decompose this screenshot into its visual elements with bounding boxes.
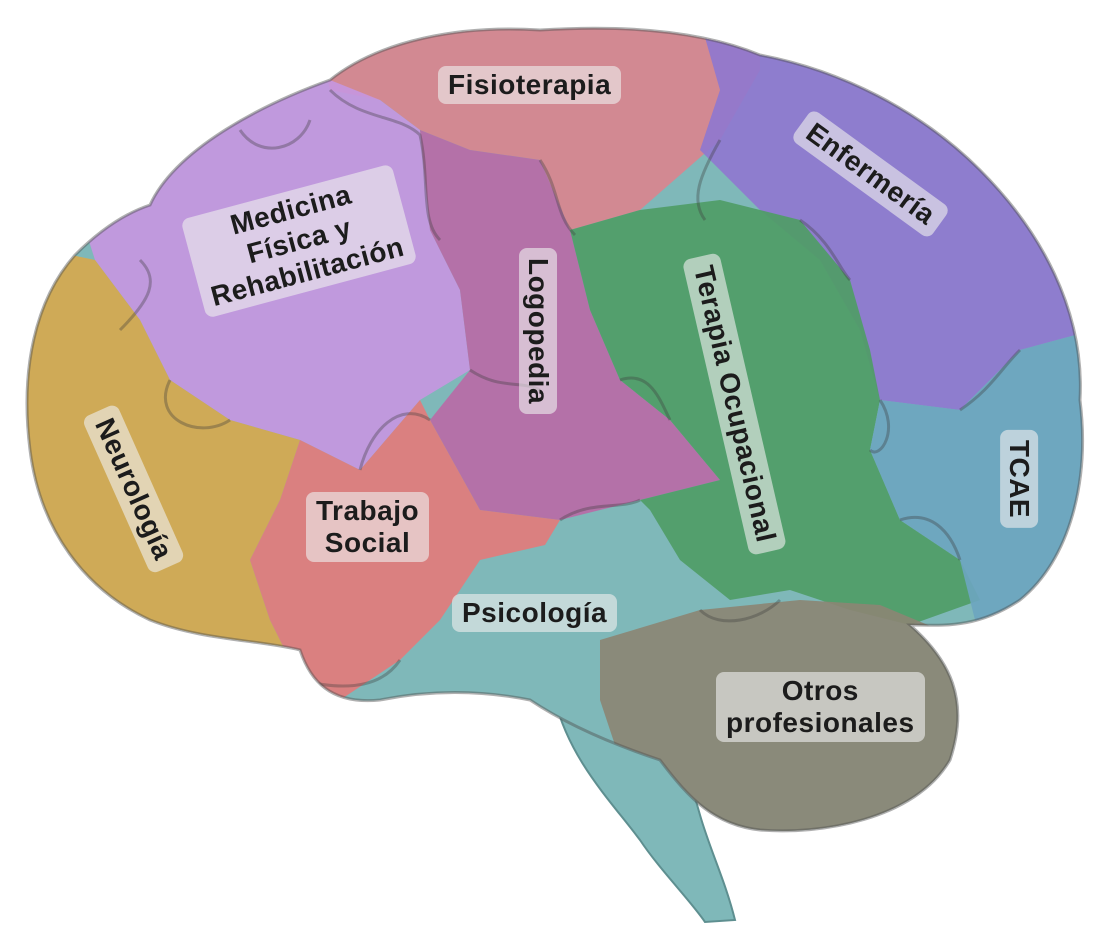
label-otros-line1: Otros	[726, 675, 915, 707]
label-otros-line2: profesionales	[726, 707, 915, 739]
label-otros-profesionales: Otros profesionales	[716, 672, 925, 742]
label-logopedia-text: Logopedia	[522, 258, 554, 404]
label-psicologia: Psicología	[452, 594, 617, 632]
label-trabajo-line2: Social	[316, 527, 419, 559]
label-fisioterapia: Fisioterapia	[438, 66, 621, 104]
label-trabajo-line1: Trabajo	[316, 495, 419, 527]
label-fisioterapia-text: Fisioterapia	[448, 69, 611, 101]
label-psicologia-text: Psicología	[462, 597, 607, 629]
label-tcae-text: TCAE	[1003, 440, 1035, 518]
label-logopedia: Logopedia	[519, 248, 557, 414]
label-tcae: TCAE	[1000, 430, 1038, 528]
label-trabajo-social: Trabajo Social	[306, 492, 429, 562]
